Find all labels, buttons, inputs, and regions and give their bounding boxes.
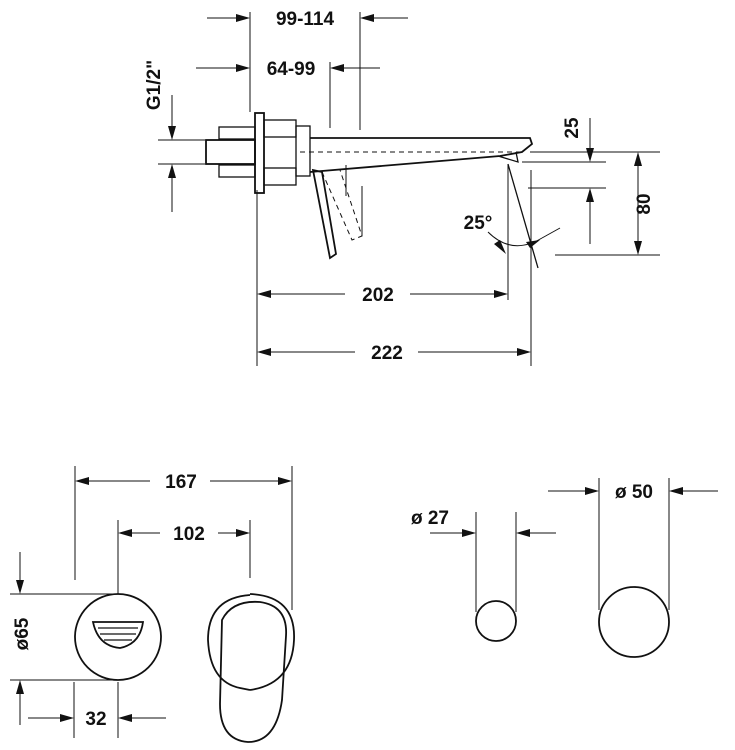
plate-diameter-label: ø65 (12, 617, 33, 650)
small-bore-label: ø 27 (411, 508, 449, 529)
dim-spout-reach: 202 (256, 190, 508, 366)
lever-handle (311, 168, 337, 260)
outlet-projection-label: 99-114 (276, 9, 335, 30)
inner-projection-label: 64-99 (267, 59, 316, 80)
spout-body (309, 137, 534, 173)
total-reach-label: 222 (371, 343, 403, 364)
spout-reach-label: 202 (362, 285, 394, 306)
dim-thread: G1/2" (144, 60, 205, 212)
dim-large-bore: ø 50 (548, 478, 718, 610)
lever-plate (207, 594, 251, 691)
dim-inner-projection: 64-99 (196, 59, 380, 128)
dim-outlet-projection: 99-114 (207, 9, 408, 130)
spray-angle-label: 25° (464, 213, 493, 234)
spray-line (507, 163, 539, 269)
spout-height-label: 25 (562, 117, 583, 139)
dim-total-height: 80 (530, 151, 660, 256)
total-height-label: 80 (634, 193, 655, 214)
cover-plate-circle (74, 593, 162, 681)
thread-size-label: G1/2" (144, 60, 165, 110)
bore-offset-label: 32 (85, 709, 106, 730)
nut-right-bottom (263, 167, 297, 186)
dim-total-reach: 222 (257, 170, 532, 366)
spout-tip (497, 151, 519, 163)
dim-small-bore: ø 27 (411, 508, 556, 612)
large-bore-circle (598, 586, 670, 658)
side-view (205, 112, 539, 300)
nut-left-bottom (218, 164, 256, 178)
bore-view (475, 586, 670, 658)
dim-plate-offset: 102 (117, 520, 251, 594)
dim-spout-height: 25 (522, 117, 606, 244)
nut-right-top (263, 119, 297, 138)
wall-flange (254, 112, 265, 194)
dim-bore-offset: 32 (28, 682, 166, 738)
nut-left-top (218, 126, 256, 140)
plate-width-label: 167 (165, 472, 197, 493)
front-view (74, 593, 295, 743)
outlet-opening (91, 621, 145, 649)
valve-body (295, 125, 311, 177)
large-bore-label: ø 50 (615, 482, 653, 503)
small-bore-circle (475, 600, 517, 642)
lever-handle-alt (321, 169, 363, 241)
dim-plate-width: 167 (74, 466, 293, 610)
dim-plate-diameter: ø65 (10, 552, 118, 725)
dim-spray-angle: 25° (464, 213, 561, 254)
lever-front (219, 600, 287, 743)
plate-offset-label: 102 (173, 524, 205, 545)
threaded-connector (205, 139, 256, 165)
lever-plate-outer (249, 593, 295, 691)
